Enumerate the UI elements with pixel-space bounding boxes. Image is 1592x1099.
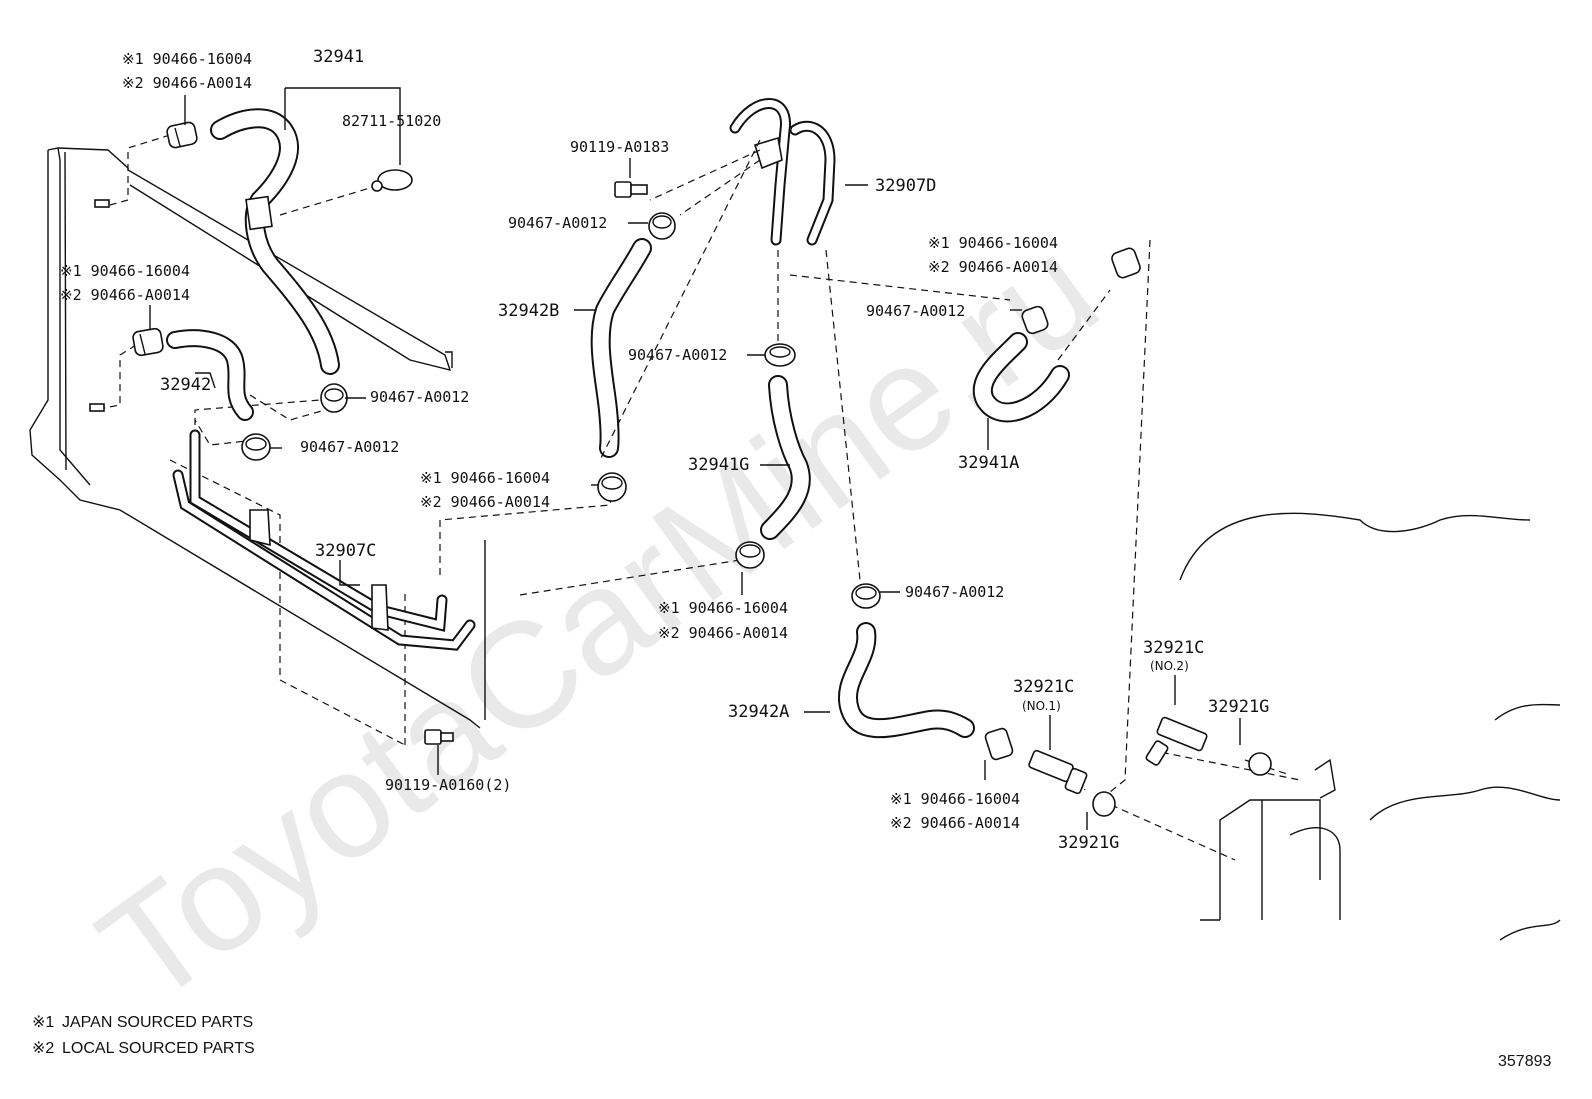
engine-block — [1179, 512, 1561, 941]
label-c-e: 90467-A0012 — [905, 583, 1004, 601]
label-bolt-top: 90119-A0183 — [570, 138, 669, 156]
radiator-pipe-lower — [89, 403, 105, 412]
clamp-c-f — [1021, 305, 1049, 335]
label-32941A: 32941A — [958, 453, 1019, 473]
label-32942A: 32942A — [728, 702, 789, 722]
label-32921C-1: 32921C — [1013, 677, 1074, 697]
label-no2: (NO.2) — [1150, 659, 1189, 673]
figure-id: 357893 — [1498, 1053, 1551, 1070]
hose-32941 — [210, 108, 340, 375]
legend-1-mark: ※1 — [32, 1014, 54, 1031]
clamp-c-e — [851, 583, 881, 609]
label-32941G: 32941G — [688, 455, 749, 475]
hose-32942A — [838, 622, 975, 739]
label-clamp-br-1: ※1 90466-16004 — [890, 790, 1020, 808]
label-clamp-tl-1: ※1 90466-16004 — [122, 50, 252, 68]
clamp-bc — [735, 541, 765, 569]
label-82711: 82711-51020 — [342, 112, 441, 130]
label-clamp-ml-1: ※1 90466-16004 — [60, 262, 190, 280]
union-32921C-no1 — [1028, 749, 1088, 795]
hose-32941G — [760, 375, 811, 540]
clamp-c-c — [648, 212, 676, 240]
pipe-32907D — [729, 98, 836, 246]
clamp-tr — [1111, 247, 1141, 279]
label-32907C: 32907C — [315, 541, 376, 561]
label-clamp-tl-2: ※2 90466-A0014 — [122, 74, 252, 92]
label-clamp-mc-1: ※1 90466-16004 — [420, 469, 550, 487]
clamp-c-a — [320, 383, 348, 413]
legend-1-text: JAPAN SOURCED PARTS — [62, 1014, 253, 1031]
bolt-bottom — [424, 729, 454, 745]
legend: ※1 JAPAN SOURCED PARTS ※2 LOCAL SOURCED … — [32, 1014, 255, 1057]
label-32941: 32941 — [313, 47, 364, 67]
o-ring-1 — [1092, 791, 1116, 817]
label-bolt-bottom: 90119-A0160(2) — [385, 776, 511, 794]
label-no1: (NO.1) — [1022, 699, 1061, 713]
radiator — [29, 147, 486, 729]
label-clamp-mc-2: ※2 90466-A0014 — [420, 493, 550, 511]
clip-82711 — [371, 169, 413, 192]
radiator-pipe-upper — [94, 199, 110, 208]
legend-2-text: LOCAL SOURCED PARTS — [62, 1040, 255, 1057]
label-clamp-bc-2: ※2 90466-A0014 — [658, 624, 788, 642]
label-32942: 32942 — [160, 375, 211, 395]
label-clamp-bc-1: ※1 90466-16004 — [658, 599, 788, 617]
union-32921C-no2 — [1145, 716, 1208, 766]
label-c-f: 90467-A0012 — [866, 302, 965, 320]
label-32921G-1: 32921G — [1208, 697, 1269, 717]
label-32907D: 32907D — [875, 176, 936, 196]
clamp-c-b — [241, 433, 271, 461]
clamp-tl — [166, 121, 198, 149]
clamp-c-d — [764, 343, 796, 367]
hose-sleeve — [245, 195, 273, 231]
clamp-ml — [132, 327, 164, 357]
hose-32942 — [166, 329, 254, 421]
label-32942B: 32942B — [498, 301, 559, 321]
o-ring-2 — [1248, 752, 1272, 776]
bolt-top — [614, 181, 648, 198]
label-c-b: 90467-A0012 — [300, 438, 399, 456]
pipe-32907C — [172, 429, 476, 651]
label-32921G-2: 32921G — [1058, 833, 1119, 853]
label-c-d: 90467-A0012 — [628, 346, 727, 364]
label-clamp-ml-2: ※2 90466-A0014 — [60, 286, 190, 304]
clamp-br — [984, 727, 1014, 761]
label-32921C-2: 32921C — [1143, 638, 1204, 658]
label-c-c: 90467-A0012 — [508, 214, 607, 232]
label-c-a: 90467-A0012 — [370, 388, 469, 406]
label-clamp-br-2: ※2 90466-A0014 — [890, 814, 1020, 832]
label-clamp-tr-2: ※2 90466-A0014 — [928, 258, 1058, 276]
legend-2-mark: ※2 — [32, 1040, 54, 1057]
clamp-mc — [597, 472, 627, 502]
hose-32941A — [972, 332, 1070, 423]
hose-32942B — [590, 238, 652, 458]
label-clamp-tr-1: ※1 90466-16004 — [928, 234, 1058, 252]
